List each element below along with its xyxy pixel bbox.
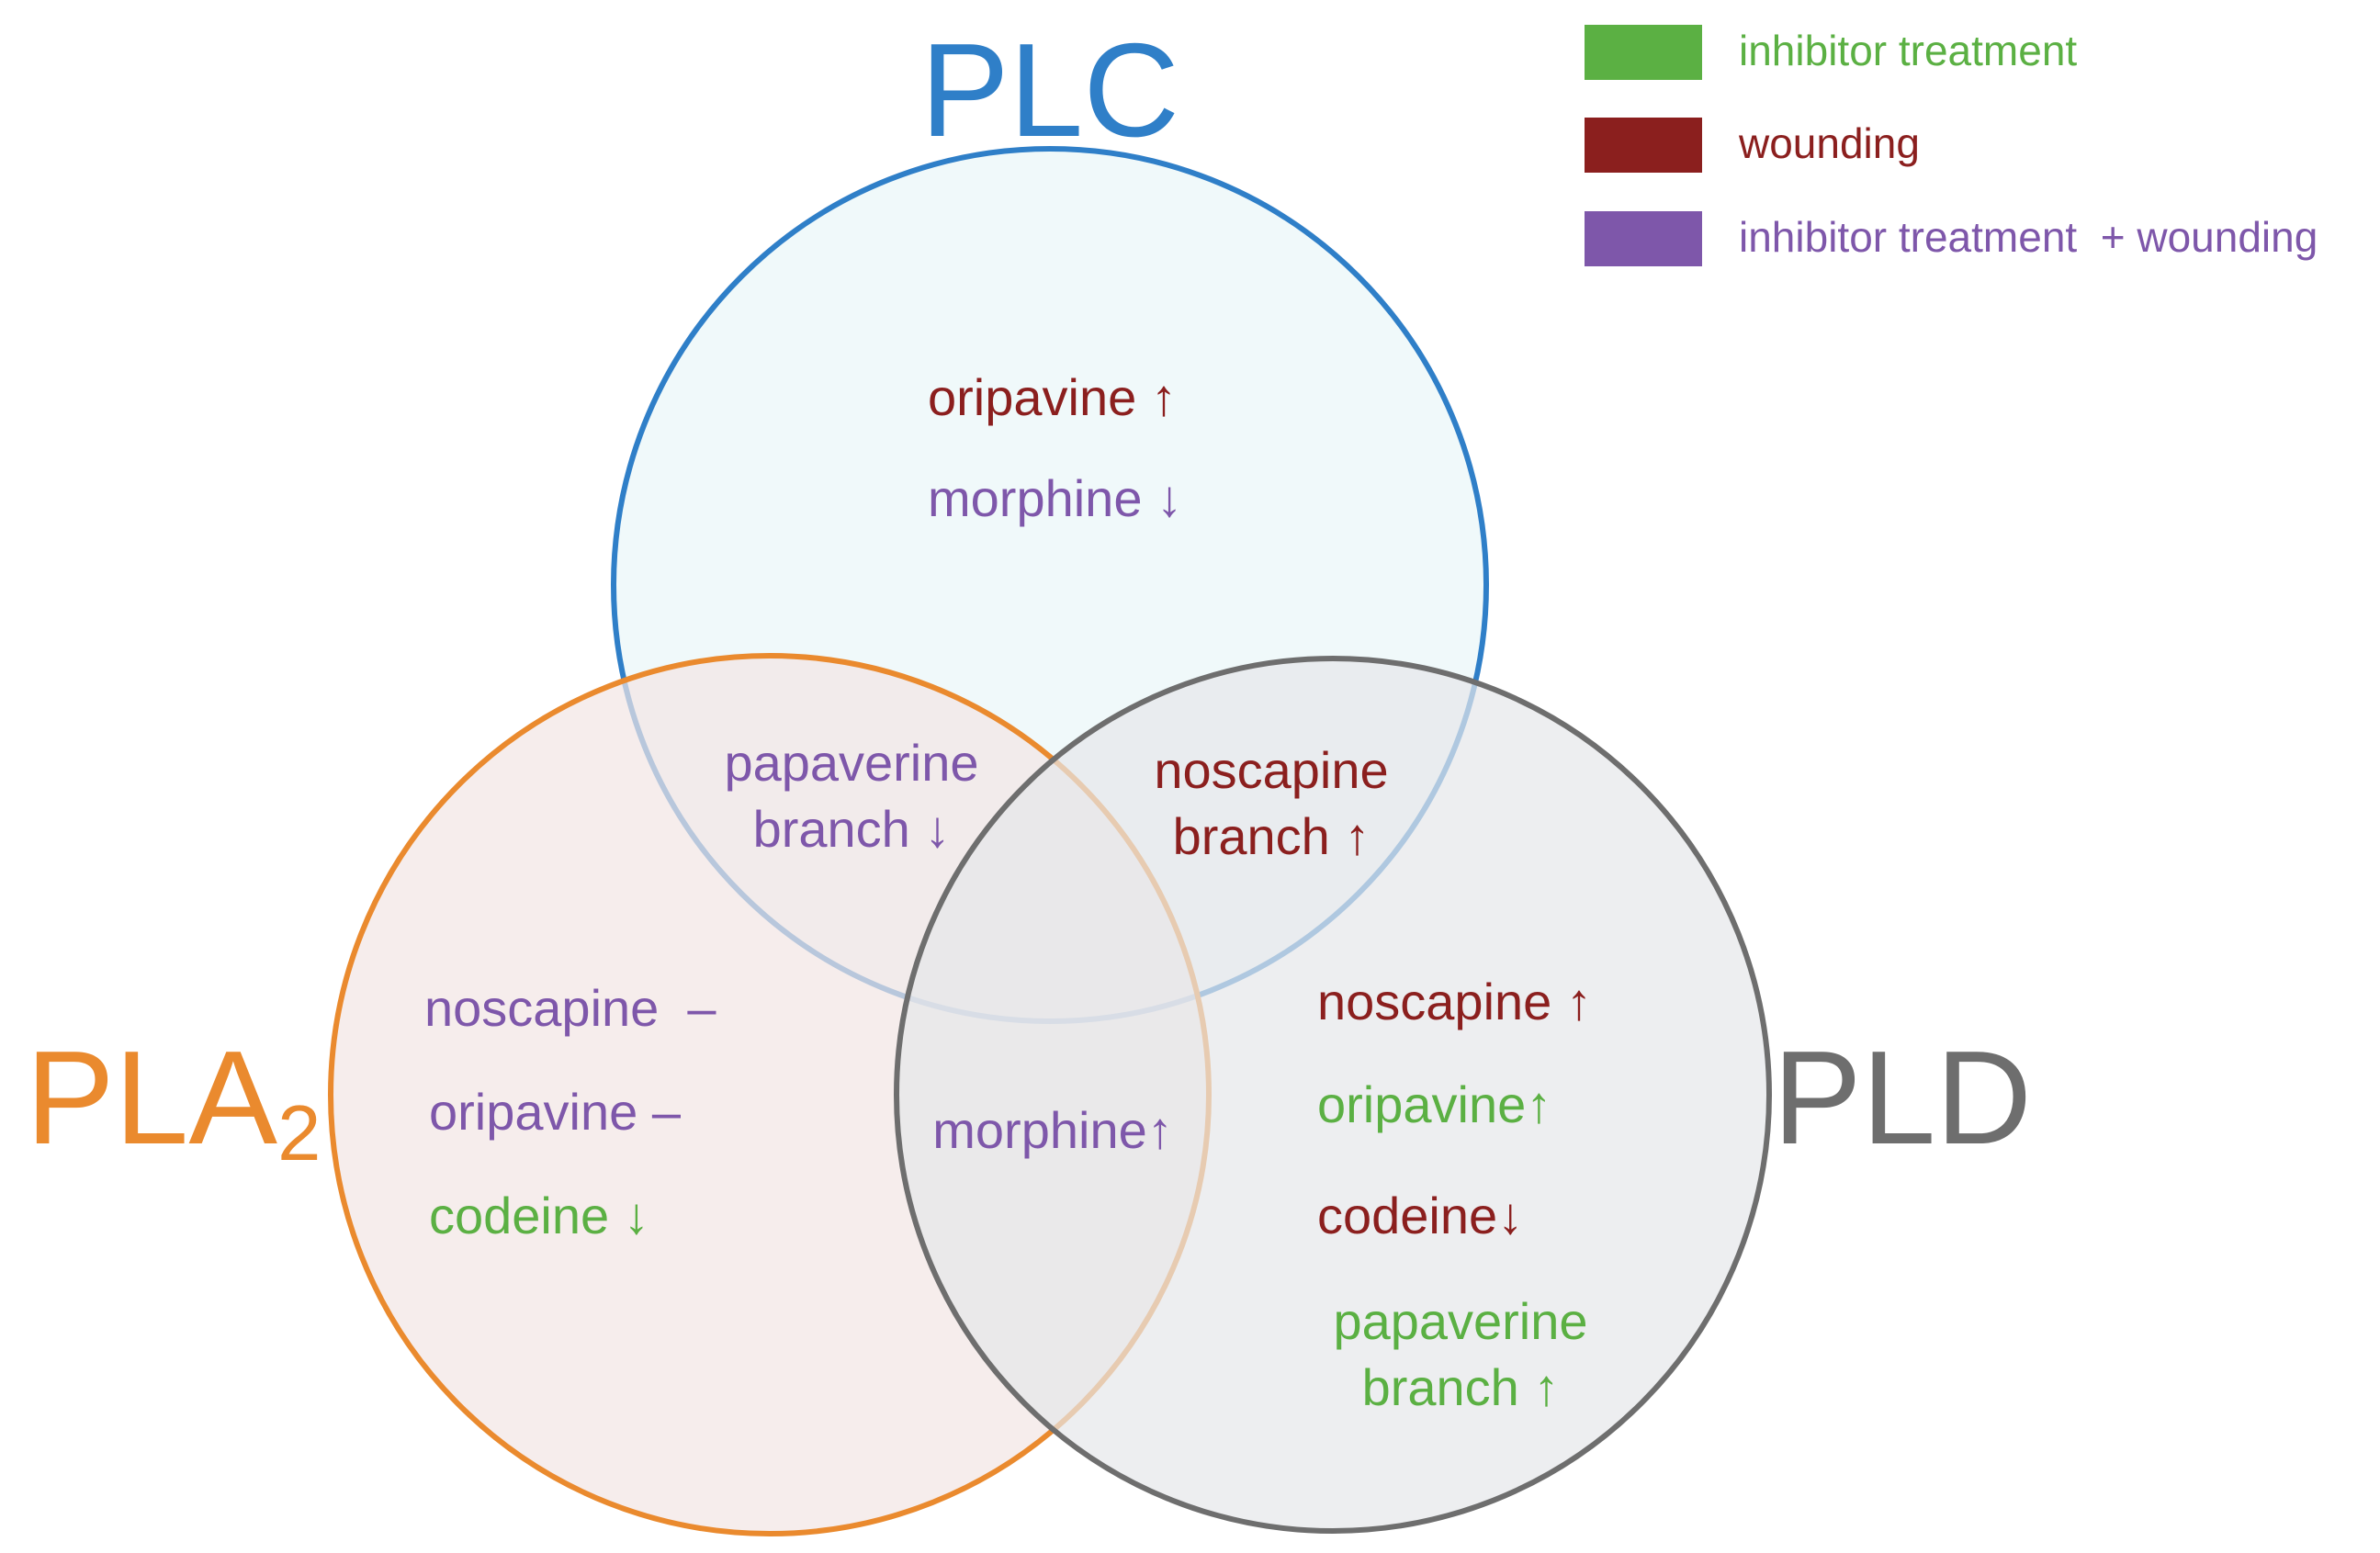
pla2-only-item-3: codeine ↓ (429, 1187, 649, 1244)
pla2-only-item-2: oripavine – (429, 1083, 682, 1141)
pla2-label: PLA2 (26, 1023, 321, 1177)
pld-only-item-5: branch ↑ (1362, 1358, 1560, 1416)
pld-only-item-2: oripavine↑ (1317, 1075, 1551, 1133)
plc-only-item-1: oripavine ↑ (928, 368, 1177, 426)
plc-pla2-item-2: branch ↓ (753, 800, 951, 858)
pld-only-item-1: noscapine ↑ (1317, 973, 1592, 1030)
legend: inhibitor treatment wounding inhibitor t… (1585, 25, 2318, 266)
pla2-label-subscript: 2 (277, 1090, 321, 1177)
plc-pld-item-2: branch ↑ (1173, 807, 1370, 865)
pld-only-item-3: codeine↓ (1317, 1187, 1523, 1244)
legend-label-combined: inhibitor treatment + wounding (1739, 213, 2318, 261)
plc-label: PLC (920, 16, 1179, 164)
plc-only-item-2: morphine ↓ (928, 469, 1182, 527)
legend-swatch-combined (1585, 211, 1702, 266)
pld-circle (894, 656, 1772, 1534)
pla2-pld-item-1: morphine↑ (932, 1101, 1172, 1159)
plc-pla2-item-1: papaverine (724, 734, 978, 792)
pla2-only-item-1: noscapine – (424, 979, 716, 1037)
legend-label-wounding: wounding (1738, 119, 1920, 167)
pla2-label-main: PLA (26, 1023, 277, 1172)
plc-pld-item-1: noscapine (1154, 741, 1388, 799)
pld-only-item-4: papaverine (1333, 1292, 1587, 1350)
legend-label-inhibitor: inhibitor treatment (1739, 27, 2077, 74)
legend-swatch-wounding (1585, 118, 1702, 173)
pld-label: PLD (1773, 1023, 2032, 1172)
legend-swatch-inhibitor (1585, 25, 1702, 80)
